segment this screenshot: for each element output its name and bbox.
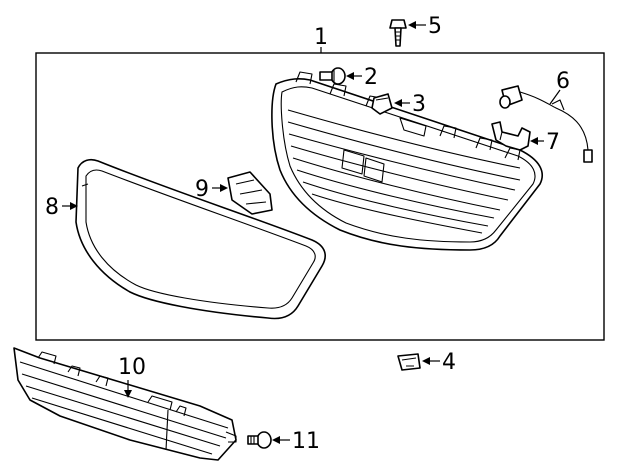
callout-2-label: 2 bbox=[364, 65, 378, 90]
callout-1-label: 1 bbox=[314, 25, 328, 50]
grille-assembly bbox=[271, 71, 544, 251]
callout-2[interactable]: 2 bbox=[346, 65, 378, 90]
nut-clip bbox=[397, 353, 421, 371]
push-pin bbox=[319, 67, 346, 85]
callout-11[interactable]: 11 bbox=[272, 429, 320, 454]
callout-11-label: 11 bbox=[292, 429, 320, 454]
lower-grille bbox=[13, 347, 237, 461]
screw bbox=[247, 431, 272, 449]
emblem-bracket bbox=[227, 171, 273, 215]
callout-5-label: 5 bbox=[428, 14, 442, 39]
callout-6-label: 6 bbox=[556, 69, 570, 94]
assembly-box bbox=[35, 52, 605, 341]
bolt bbox=[389, 19, 407, 47]
callout-3-label: 3 bbox=[412, 92, 426, 117]
callout-6[interactable]: 6 bbox=[549, 69, 570, 105]
callout-4[interactable]: 4 bbox=[422, 350, 456, 375]
callout-8-label: 8 bbox=[45, 195, 59, 220]
callout-7-label: 7 bbox=[546, 130, 560, 155]
callout-10-label: 10 bbox=[118, 355, 146, 380]
callout-1[interactable]: 1 bbox=[314, 25, 328, 53]
callout-7[interactable]: 7 bbox=[530, 130, 560, 155]
callout-9-label: 9 bbox=[195, 177, 209, 202]
callout-3[interactable]: 3 bbox=[394, 92, 426, 117]
camera bbox=[499, 85, 593, 163]
callout-8[interactable]: 8 bbox=[45, 195, 78, 220]
camera-bracket bbox=[491, 121, 531, 151]
grille-molding bbox=[75, 158, 326, 320]
clip bbox=[371, 93, 393, 115]
callout-9[interactable]: 9 bbox=[195, 177, 228, 202]
callout-5[interactable]: 5 bbox=[408, 14, 442, 39]
callout-10[interactable]: 10 bbox=[118, 355, 146, 398]
callout-4-label: 4 bbox=[442, 350, 456, 375]
